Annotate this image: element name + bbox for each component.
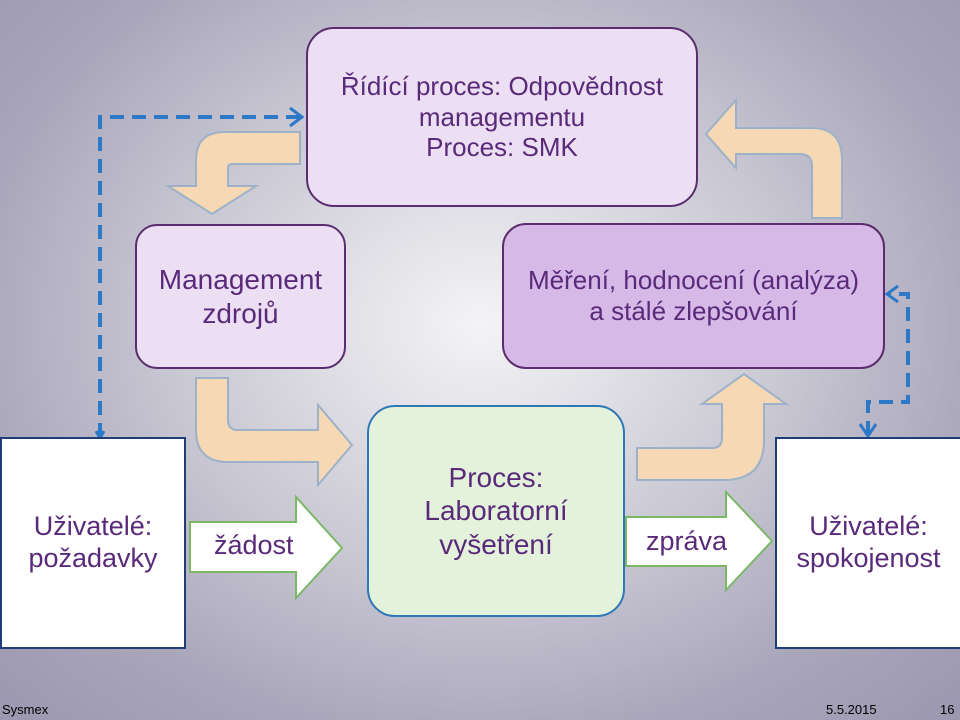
bent-arrow-meas-to-top <box>704 97 843 219</box>
bent-arrow-proc-to-meas <box>636 372 790 481</box>
users-satisfaction-box: Uživatelé: spokojenost <box>775 437 960 649</box>
report-arrow-label: zpráva <box>646 526 728 556</box>
users-requirements-box: Uživatelé: požadavky <box>0 437 186 649</box>
mgmt-box-line-1: Management <box>158 264 323 296</box>
top-box-line-1: Řídící proces: Odpovědnost <box>340 70 664 101</box>
footer-date: 5.5.2015 <box>826 702 877 717</box>
measurement-improvement-box: Měření, hodnocení (analýza) a stálé zlep… <box>502 223 885 369</box>
dashed-connector-left <box>100 115 300 435</box>
footer-page-number: 16 <box>940 702 955 717</box>
bent-arrow-mgmt-to-proc <box>195 377 354 488</box>
users-req-line-2: požadavky <box>28 543 158 573</box>
users-sat-line-2: spokojenost <box>796 543 941 573</box>
proc-box-line-2: Laboratorní <box>424 495 568 527</box>
management-resources-box: Management zdrojů <box>135 224 346 369</box>
users-req-line-1: Uživatelé: <box>33 511 153 542</box>
bent-arrow-top-to-mgmt <box>164 131 301 216</box>
dashed-connector-left-head <box>289 106 305 128</box>
mgmt-box-line-2: zdrojů <box>202 297 279 329</box>
request-arrow <box>189 494 344 601</box>
top-box-line-3: Proces: SMK <box>426 132 578 163</box>
dashed-connector-right <box>866 292 910 435</box>
laboratory-process-box: Proces: Laboratorní vyšetření <box>367 405 625 617</box>
dashed-connector-right-head <box>884 284 899 304</box>
meas-box-line-2: a stálé zlepšování <box>589 296 798 326</box>
meas-box-line-1: Měření, hodnocení (analýza) <box>528 265 859 296</box>
proc-box-line-1: Proces: <box>448 462 544 494</box>
request-arrow-label: žádost <box>214 530 294 560</box>
report-arrow <box>625 489 774 593</box>
proc-box-line-3: vyšetření <box>439 528 553 560</box>
users-sat-line-1: Uživatelé: <box>809 511 928 542</box>
footer-company: Sysmex <box>2 702 49 717</box>
dashed-connector-right-head2 <box>858 423 878 439</box>
top-box-line-2: managementu <box>418 101 586 132</box>
top-process-box: Řídící proces: Odpovědnost managementu P… <box>306 27 698 207</box>
